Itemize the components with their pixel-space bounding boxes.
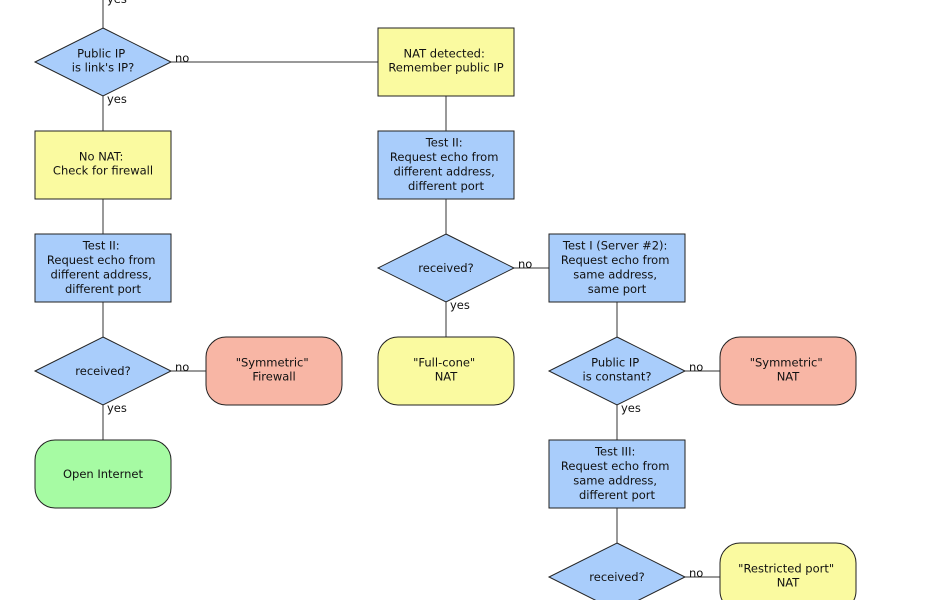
process-nat-detected: NAT detected: Remember public IP xyxy=(377,27,515,97)
node-label-line: "Full-cone" xyxy=(413,356,475,370)
node-label-line: NAT xyxy=(777,576,801,590)
node-label-line: Request echo from xyxy=(390,150,499,164)
result-symmetric-nat: "Symmetric" NAT xyxy=(719,336,857,406)
decision-shape xyxy=(33,336,173,406)
node-label: "Symmetric" NAT xyxy=(750,356,827,384)
node-label-line: Check for firewall xyxy=(53,164,153,178)
process-shape xyxy=(377,27,515,97)
node-label: Public IP is constant? xyxy=(583,356,652,384)
node-label: "Full-cone" NAT xyxy=(413,356,479,384)
node-label-line: same address, xyxy=(573,474,657,488)
node-label-line: Public IP xyxy=(591,356,639,370)
node-label: No NAT: Check for firewall xyxy=(53,150,153,178)
result-shape xyxy=(719,542,857,600)
node-label-line: NAT xyxy=(777,370,801,384)
node-label-line: different address, xyxy=(394,165,495,179)
node-label-line: Test II: xyxy=(425,136,463,150)
node-label: received? xyxy=(418,261,473,275)
node-label-line: different port xyxy=(65,282,142,296)
node-label-line: Test III: xyxy=(594,445,635,459)
test-shape xyxy=(548,233,686,303)
result-full-cone-nat: "Full-cone" NAT xyxy=(377,336,515,406)
node-label-line: Remember public IP xyxy=(388,61,503,75)
edge-label-public-ip-yes: yes xyxy=(107,92,127,106)
result-shape xyxy=(377,336,515,406)
node-label-line: Firewall xyxy=(252,370,295,384)
test-2-left: Test II: Request echo from different add… xyxy=(34,233,172,303)
node-label-line: different address, xyxy=(51,268,152,282)
edge-label-received-bottom-no: no xyxy=(689,566,703,580)
edge-label-public-ip-constant-yes: yes xyxy=(621,401,641,415)
result-shape xyxy=(34,439,172,509)
node-label-line: NAT xyxy=(435,370,459,384)
node-label-line: same address, xyxy=(573,268,657,282)
process-no-nat: No NAT: Check for firewall xyxy=(34,130,172,200)
node-label-line: different port xyxy=(408,179,485,193)
test-1-server-2: Test I (Server #2): Request echo from sa… xyxy=(548,233,686,303)
node-label-line: Public IP xyxy=(77,47,125,61)
test-shape xyxy=(34,233,172,303)
edge-label-received-left-yes: yes xyxy=(107,401,127,415)
edge-labels: yes no yes no yes no yes no yes no xyxy=(107,0,703,580)
edge-label-public-ip-constant-no: no xyxy=(689,360,703,374)
edge-label-public-ip-no: no xyxy=(175,51,189,65)
node-label-line: Request echo from xyxy=(561,253,670,267)
edge-label-received-mid-no: no xyxy=(518,257,532,271)
node-label: Test I (Server #2): Request echo from sa… xyxy=(561,239,673,297)
node-label-line: "Symmetric" xyxy=(750,356,823,370)
result-shape xyxy=(719,336,857,406)
decision-public-ip-is-constant: Public IP is constant? xyxy=(547,336,687,406)
node-label-line: "Symmetric" xyxy=(236,356,309,370)
edge-label-top-yes: yes xyxy=(107,0,127,6)
node-label-line: different port xyxy=(579,488,656,502)
decision-public-ip-is-link-ip: Public IP is link's IP? xyxy=(33,27,173,97)
node-label: Test III: Request echo from same address… xyxy=(561,445,673,503)
node-label: Test II: Request echo from different add… xyxy=(390,136,502,194)
node-label-line: is constant? xyxy=(583,370,652,384)
node-label-line: is link's IP? xyxy=(72,61,134,75)
edge-label-received-mid-yes: yes xyxy=(450,298,470,312)
edge-label-received-left-no: no xyxy=(175,360,189,374)
result-symmetric-firewall: "Symmetric" Firewall xyxy=(205,336,343,406)
node-label-line: Request echo from xyxy=(47,253,156,267)
node-label-line: same port xyxy=(588,282,647,296)
decision-shape xyxy=(33,27,173,97)
decision-shape xyxy=(547,336,687,406)
node-label: Open Internet xyxy=(63,467,144,481)
edges xyxy=(102,0,720,578)
result-shape xyxy=(205,336,343,406)
node-label: "Restricted port" NAT xyxy=(738,562,838,590)
test-shape xyxy=(548,439,686,509)
decision-shape xyxy=(547,542,687,600)
result-open-internet: Open Internet xyxy=(34,439,172,509)
node-label-line: Test II: xyxy=(82,239,120,253)
node-label: received? xyxy=(589,570,644,584)
decision-received-bottom: received? xyxy=(547,542,687,600)
node-label-line: NAT detected: xyxy=(404,47,485,61)
test-2-middle: Test II: Request echo from different add… xyxy=(377,130,515,200)
node-label-line: Request echo from xyxy=(561,459,670,473)
node-label-line: No NAT: xyxy=(79,150,124,164)
process-shape xyxy=(34,130,172,200)
decision-shape xyxy=(376,233,516,303)
node-label: Test II: Request echo from different add… xyxy=(47,239,159,297)
node-label: "Symmetric" Firewall xyxy=(236,356,313,384)
node-label: NAT detected: Remember public IP xyxy=(388,47,503,75)
result-restricted-port-nat: "Restricted port" NAT xyxy=(719,542,857,600)
node-label: Public IP is link's IP? xyxy=(72,47,134,75)
node-label-line: "Restricted port" xyxy=(738,562,834,576)
nodes: Public IP is link's IP? NAT detected: Re… xyxy=(33,27,857,600)
decision-received-left: received? xyxy=(33,336,173,406)
node-label: received? xyxy=(75,364,130,378)
node-label-line: Test I (Server #2): xyxy=(562,239,668,253)
test-shape xyxy=(377,130,515,200)
decision-received-middle: received? xyxy=(376,233,516,303)
test-3: Test III: Request echo from same address… xyxy=(548,439,686,509)
